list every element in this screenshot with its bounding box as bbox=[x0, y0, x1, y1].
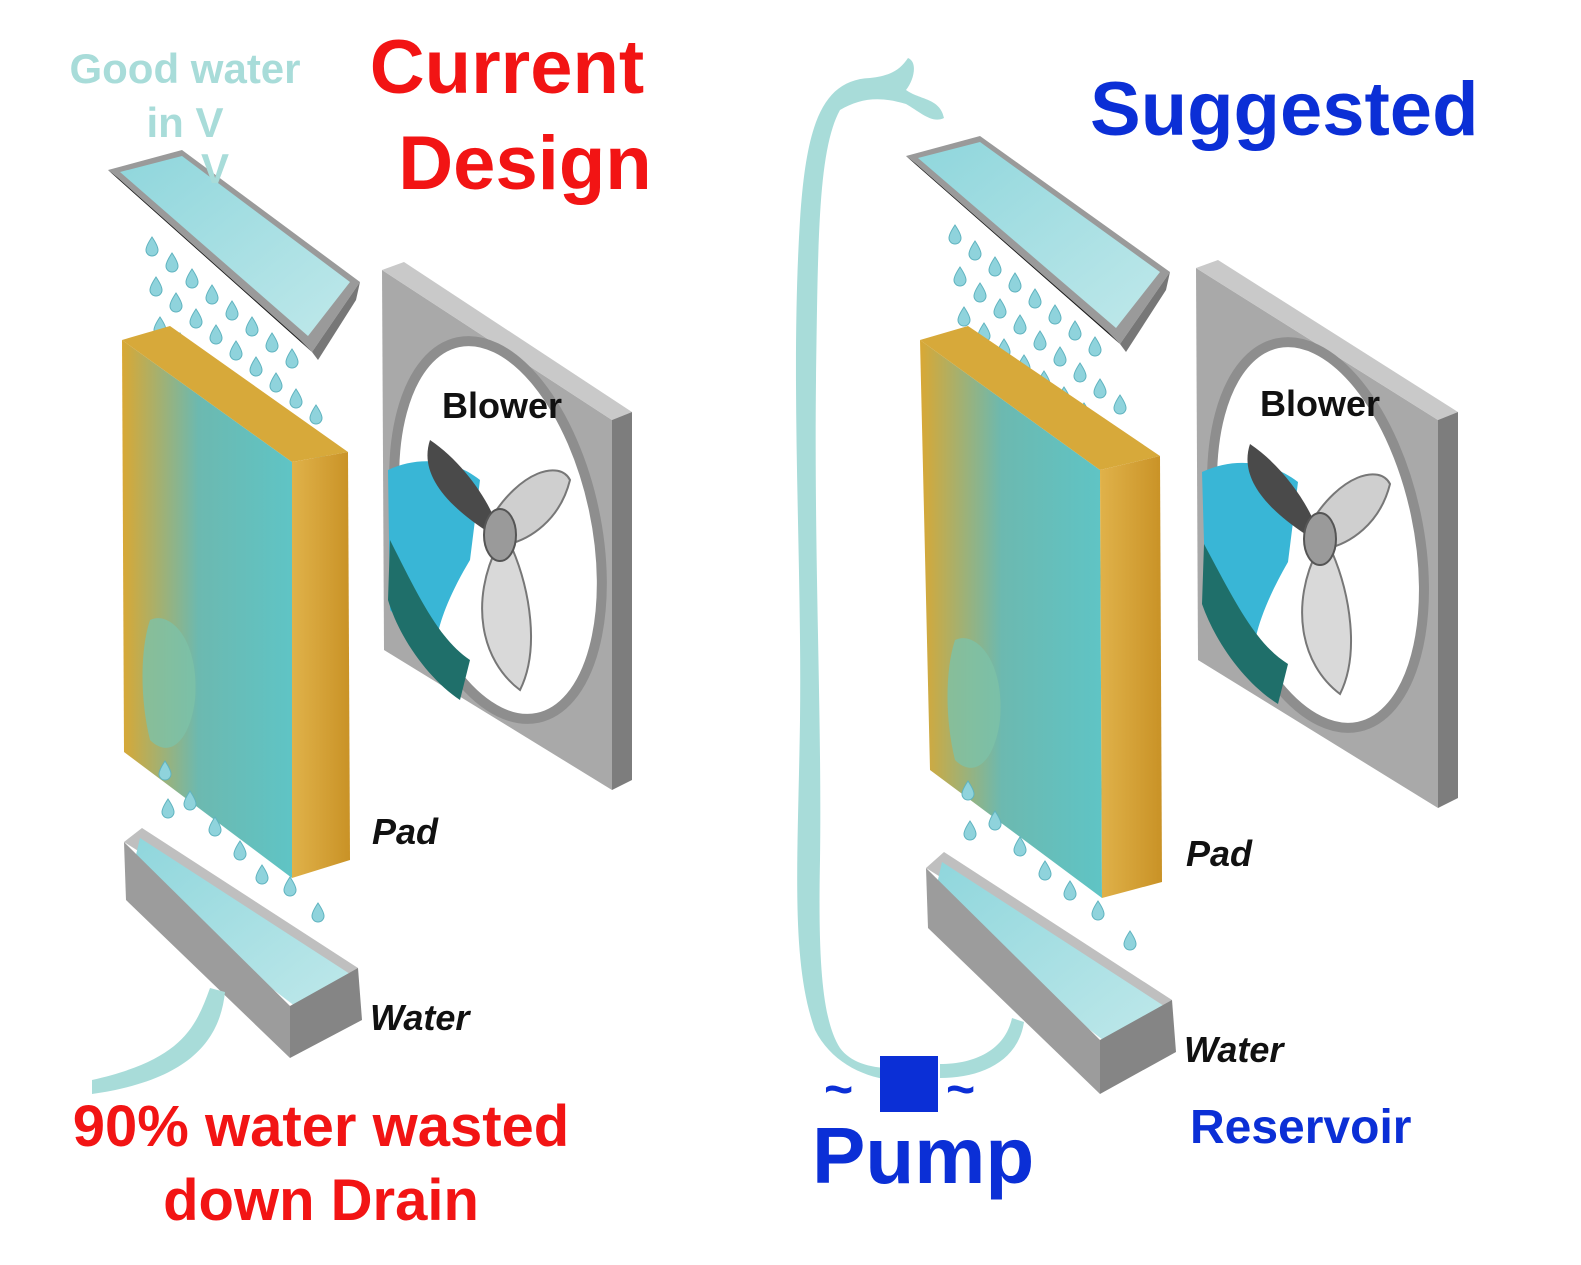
left-blower-fan bbox=[382, 262, 632, 790]
pump-label: Pump bbox=[812, 1111, 1035, 1200]
right-blower-fan bbox=[1196, 260, 1458, 808]
pump-square-icon bbox=[880, 1056, 938, 1112]
right-water-label: Water bbox=[1184, 1029, 1284, 1070]
left-cooler-unit bbox=[92, 150, 632, 1094]
left-pad-label: Pad bbox=[372, 811, 439, 852]
right-top-trough bbox=[906, 136, 1170, 352]
right-pad-label: Pad bbox=[1186, 833, 1253, 874]
right-blower-label: Blower bbox=[1260, 383, 1381, 424]
left-top-trough bbox=[108, 150, 360, 360]
left-cooling-pad bbox=[122, 326, 350, 878]
right-cooler-unit bbox=[795, 58, 1458, 1112]
right-pump-to-reservoir-stream bbox=[940, 1018, 1024, 1078]
left-blower-label: Blower bbox=[442, 385, 563, 426]
left-drain-stream bbox=[92, 988, 225, 1094]
pump-wave-left: ~ bbox=[824, 1061, 854, 1117]
pump-wave-right: ~ bbox=[946, 1061, 976, 1117]
suggested-title: Suggested bbox=[1090, 67, 1479, 152]
right-bottom-trough bbox=[926, 852, 1176, 1094]
right-return-stream bbox=[795, 58, 944, 1080]
current-design-title: Current Design bbox=[369, 25, 652, 206]
right-cooling-pad bbox=[920, 326, 1162, 898]
good-water-note: Good water in V V bbox=[69, 45, 301, 192]
reservoir-label: Reservoir bbox=[1190, 1101, 1412, 1154]
left-bottom-trough bbox=[124, 828, 362, 1058]
wasted-water-caption: 90% water wasted down Drain bbox=[72, 1094, 570, 1233]
left-water-label: Water bbox=[370, 997, 470, 1038]
